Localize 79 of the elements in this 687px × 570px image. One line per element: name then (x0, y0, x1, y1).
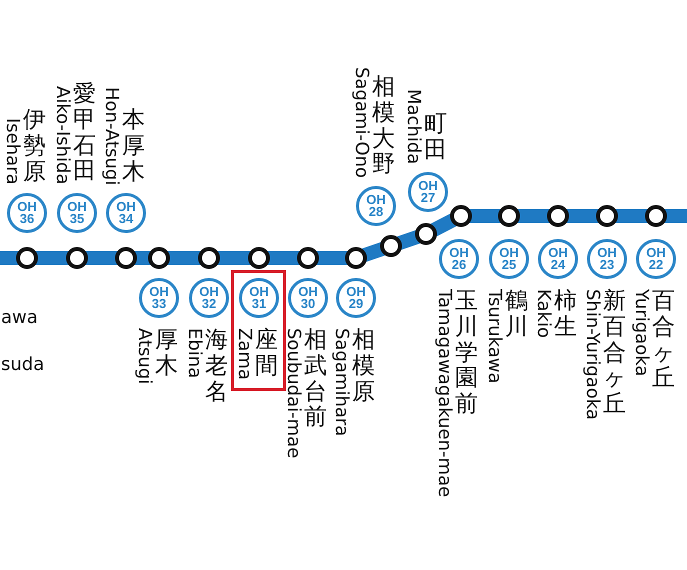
station-marker (547, 205, 569, 227)
station-name-romanized: Tsurukawa (484, 289, 504, 384)
station-name-romanized: Ebina (184, 328, 204, 378)
station-name: 厚木 (155, 328, 178, 380)
station-name-romanized: Sagamihara (331, 328, 351, 436)
station-name-romanized: Sagami-Ono (351, 67, 371, 178)
station-marker (248, 247, 270, 269)
station-name-romanized: Kakio (533, 289, 553, 338)
station-marker (115, 247, 137, 269)
station-name-romanized: Zama (234, 328, 254, 380)
station-marker (198, 247, 220, 269)
station-marker (498, 205, 520, 227)
station-number-badge: OH 31 (239, 278, 279, 318)
station-name: 伊勢原 (23, 108, 46, 186)
rail-line (0, 251, 18, 265)
rail-line (134, 251, 150, 265)
station-marker (297, 247, 319, 269)
station-number-badge: OH 29 (336, 278, 376, 318)
station-name: 相模原 (352, 328, 375, 406)
station-marker (450, 205, 472, 227)
station-marker (16, 247, 38, 269)
rail-line (362, 242, 386, 262)
station-number-badge: OH 23 (587, 239, 627, 279)
station-marker (66, 247, 88, 269)
station-number-badge: OH 32 (189, 278, 229, 318)
station-name-romanized: Hon-Atsugi (101, 87, 121, 186)
station-marker (596, 205, 618, 227)
station-name: 相武台前 (304, 328, 327, 431)
station-name-romanized: Isehara (2, 118, 22, 185)
station-name: 本厚木 (122, 108, 145, 186)
station-name-romanized: Shin-Yurigaoka (582, 289, 602, 420)
station-name-romanized: Machida (403, 89, 423, 164)
rail-line (36, 251, 68, 265)
rail-line (566, 209, 598, 223)
station-number-badge: OH 35 (57, 193, 97, 233)
station-name: awa (1, 307, 38, 329)
station-name: 相模大野 (372, 75, 395, 178)
station-marker (148, 247, 170, 269)
station-name-romanized: Tamagawagakuen-mae (434, 289, 454, 498)
station-name-romanized: Yurigaoka (631, 289, 651, 376)
station-name: 柿生 (554, 289, 577, 340)
station-name: 愛甲石田 (73, 82, 96, 185)
station-number-badge: OH 26 (439, 239, 479, 279)
station-number-badge: OH 30 (288, 278, 328, 318)
station-number-badge: OH 27 (408, 172, 448, 212)
rail-line (518, 209, 550, 223)
station-number-badge: OH 36 (7, 193, 47, 233)
station-name: suda (1, 354, 44, 376)
rail-line (316, 251, 348, 265)
station-marker (415, 223, 437, 245)
station-name: 鶴川 (505, 289, 528, 340)
station-name: 海老名 (205, 328, 228, 406)
station-number-badge: OH 25 (489, 239, 529, 279)
station-number-badge: OH 22 (636, 239, 676, 279)
station-marker (645, 205, 667, 227)
station-name: 新百合ヶ丘 (603, 289, 626, 418)
station-name: 百合ヶ丘 (652, 289, 675, 392)
station-name: 玉川学園前 (455, 289, 478, 418)
station-number-badge: OH 24 (538, 239, 578, 279)
rail-line (268, 251, 300, 265)
station-name: 町田 (424, 112, 447, 164)
station-marker (345, 247, 367, 269)
rail-line (616, 209, 648, 223)
station-name-romanized: Soubudai-mae (283, 328, 303, 458)
rail-line (168, 251, 200, 265)
station-marker (380, 235, 402, 257)
station-name-romanized: Atsugi (134, 328, 154, 384)
rail-line (396, 230, 420, 250)
station-number-badge: OH 33 (139, 278, 179, 318)
rail-line (430, 214, 457, 236)
station-number-badge: OH 28 (356, 186, 396, 226)
highlight-frame (231, 270, 286, 391)
station-name: 座間 (255, 328, 278, 380)
rail-line (218, 251, 250, 265)
rail-line (86, 251, 118, 265)
station-number-badge: OH 34 (106, 193, 146, 233)
rail-line (470, 209, 500, 223)
station-name-romanized: Aiko-Ishida (52, 86, 72, 184)
rail-line (664, 209, 687, 223)
